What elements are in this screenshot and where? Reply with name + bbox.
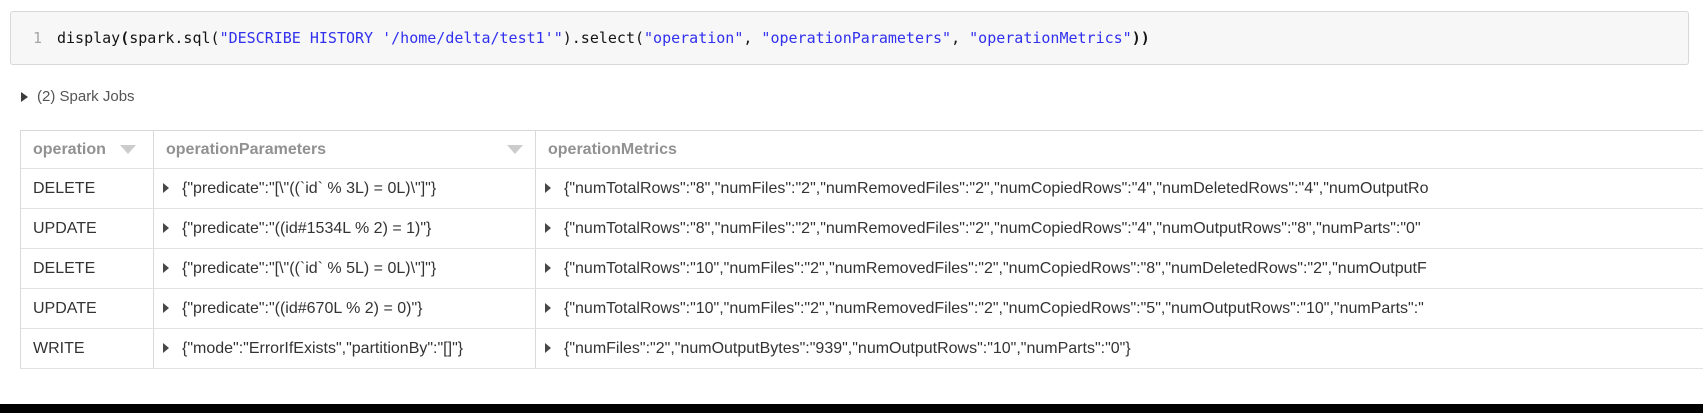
spark-jobs-toggle[interactable]: (2) Spark Jobs <box>21 88 135 105</box>
cell-operation-parameters: {"predicate":"[\"((`id` % 5L) = 0L)\"]"} <box>154 249 536 288</box>
sort-icon[interactable] <box>507 145 523 154</box>
code-token-string: "operation" <box>644 29 744 47</box>
cell-operation-parameters: {"predicate":"[\"((`id` % 3L) = 0L)\"]"} <box>154 169 536 208</box>
table-row: DELETE {"predicate":"[\"((`id` % 3L) = 0… <box>21 169 1703 209</box>
column-header-label: operation <box>33 140 106 158</box>
code-token-string: "operationParameters" <box>761 29 952 47</box>
expand-json-icon[interactable] <box>545 223 551 233</box>
sort-icon[interactable] <box>119 145 136 154</box>
column-header-operationMetrics[interactable]: operationMetrics <box>536 131 1703 168</box>
code-token: display <box>57 29 121 47</box>
json-text: {"numTotalRows":"8","numFiles":"2","numR… <box>564 180 1429 197</box>
json-text: {"numTotalRows":"8","numFiles":"2","numR… <box>564 220 1421 237</box>
table-row: WRITE {"mode":"ErrorIfExists","partition… <box>21 329 1703 369</box>
json-text: {"predicate":"((id#1534L % 2) = 1)"} <box>182 220 432 237</box>
json-text: {"predicate":"[\"((`id` % 3L) = 0L)\"]"} <box>182 180 437 197</box>
cell-operation-metrics: {"numTotalRows":"10","numFiles":"2","num… <box>536 289 1703 328</box>
expand-json-icon[interactable] <box>163 303 169 313</box>
expand-json-icon[interactable] <box>545 183 551 193</box>
cell-operation: UPDATE <box>21 289 154 328</box>
cell-operation-metrics: {"numTotalRows":"8","numFiles":"2","numR… <box>536 209 1703 248</box>
cell-operation-metrics: {"numTotalRows":"8","numFiles":"2","numR… <box>536 169 1703 208</box>
table-header-row: operation operationParameters operationM… <box>21 131 1703 169</box>
expand-json-icon[interactable] <box>545 343 551 353</box>
code-token: , <box>743 29 762 47</box>
cell-operation-parameters: {"predicate":"((id#1534L % 2) = 1)"} <box>154 209 536 248</box>
collapse-arrow-icon[interactable] <box>21 91 28 102</box>
code-token: ( <box>120 29 130 47</box>
results-table: operation operationParameters operationM… <box>20 130 1703 369</box>
table-row: DELETE {"predicate":"[\"((`id` % 5L) = 0… <box>21 249 1703 289</box>
next-cell-edge <box>0 404 1703 413</box>
expand-json-icon[interactable] <box>163 223 169 233</box>
code-token: )) <box>1131 29 1150 47</box>
table-row: UPDATE {"predicate":"((id#1534L % 2) = 1… <box>21 209 1703 249</box>
column-header-operation[interactable]: operation <box>21 131 154 168</box>
cell-operation: DELETE <box>21 249 154 288</box>
json-text: {"predicate":"[\"((`id` % 5L) = 0L)\"]"} <box>182 260 437 277</box>
expand-json-icon[interactable] <box>163 343 169 353</box>
cell-operation: WRITE <box>21 329 154 368</box>
expand-json-icon[interactable] <box>163 183 169 193</box>
cell-operation-metrics: {"numFiles":"2","numOutputBytes":"939","… <box>536 329 1703 368</box>
code-token-string: "operationMetrics" <box>969 29 1132 47</box>
code-token-string: "DESCRIBE HISTORY '/home/delta/test1'" <box>219 29 563 47</box>
table-row: UPDATE {"predicate":"((id#670L % 2) = 0)… <box>21 289 1703 329</box>
line-number: 1 <box>32 29 42 47</box>
cell-operation-metrics: {"numTotalRows":"10","numFiles":"2","num… <box>536 249 1703 288</box>
expand-json-icon[interactable] <box>545 303 551 313</box>
json-text: {"mode":"ErrorIfExists","partitionBy":"[… <box>182 340 464 357</box>
cell-operation-parameters: {"predicate":"((id#670L % 2) = 0)"} <box>154 289 536 328</box>
code-token: spark.sql( <box>129 29 220 47</box>
json-text: {"numFiles":"2","numOutputBytes":"939","… <box>564 340 1131 357</box>
cell-operation: DELETE <box>21 169 154 208</box>
json-text: {"numTotalRows":"10","numFiles":"2","num… <box>564 300 1424 317</box>
json-text: {"numTotalRows":"10","numFiles":"2","num… <box>564 260 1427 277</box>
expand-json-icon[interactable] <box>163 263 169 273</box>
code-token: , <box>951 29 970 47</box>
expand-json-icon[interactable] <box>545 263 551 273</box>
spark-jobs-label: (2) Spark Jobs <box>37 88 135 105</box>
cell-operation: UPDATE <box>21 209 154 248</box>
column-header-label: operationParameters <box>166 140 327 158</box>
column-header-label: operationMetrics <box>548 140 677 158</box>
code-line[interactable]: display(spark.sql("DESCRIBE HISTORY '/ho… <box>57 29 1150 47</box>
column-header-operationParameters[interactable]: operationParameters <box>154 131 536 168</box>
cell-operation-parameters: {"mode":"ErrorIfExists","partitionBy":"[… <box>154 329 536 368</box>
code-cell[interactable]: 1 display(spark.sql("DESCRIBE HISTORY '/… <box>10 11 1689 65</box>
json-text: {"predicate":"((id#670L % 2) = 0)"} <box>182 300 423 317</box>
code-token: ).select( <box>562 29 645 47</box>
